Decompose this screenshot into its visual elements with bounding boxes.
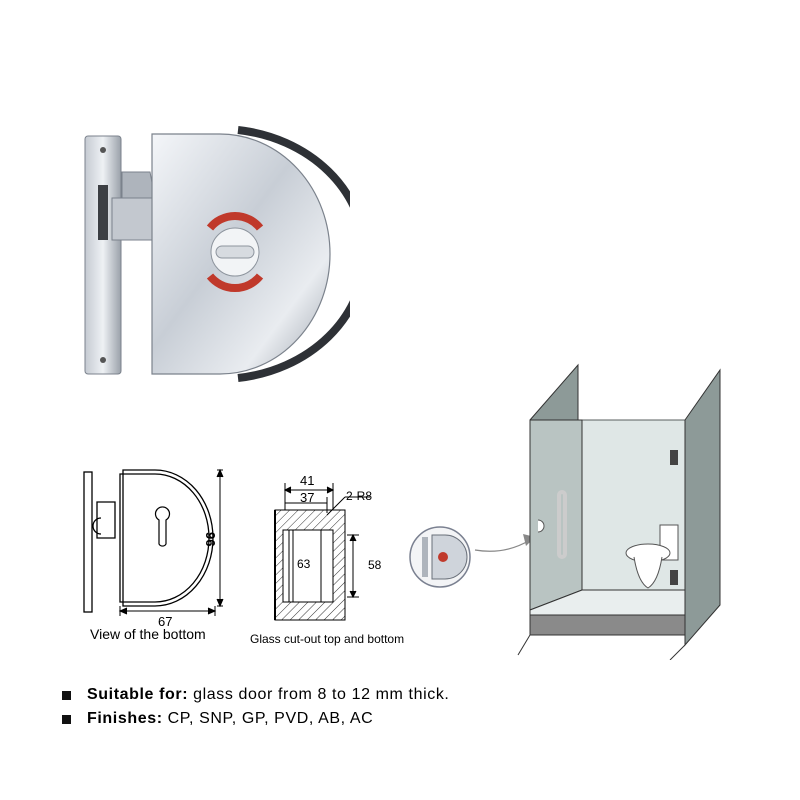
spec-finishes: Finishes: CP, SNP, GP, PVD, AB, AC [62,707,449,731]
enclosure-illustration [517,363,721,660]
specs-list: Suitable for: glass door from 8 to 12 mm… [62,683,449,731]
dim-63-label: 63 [297,557,311,571]
dim-height-label: 96 [203,532,218,547]
spec-value: glass door from 8 to 12 mm thick. [193,686,450,703]
bottom-view-diagram [83,468,224,616]
product-photo [84,126,350,382]
glass-cutout-diagram [274,483,370,621]
cutout-caption: Glass cut-out top and bottom [250,632,405,646]
dim-37-label: 37 [300,490,315,505]
dim-41-label: 41 [300,473,315,488]
square-bullet-icon [62,690,71,700]
dim-58-label: 58 [368,558,382,572]
square-bullet-icon [62,714,71,724]
spec-label: Suitable for: [87,686,189,703]
spec-suitable-for: Suitable for: glass door from 8 to 12 mm… [62,683,449,707]
radius-label: 2-R8 [346,489,373,503]
dim-width-label: 67 [158,614,173,629]
bottom-view-caption: View of the bottom [90,626,206,642]
spec-label: Finishes: [87,710,163,727]
spec-value: CP, SNP, GP, PVD, AB, AC [167,710,374,727]
detail-callout [409,526,535,588]
